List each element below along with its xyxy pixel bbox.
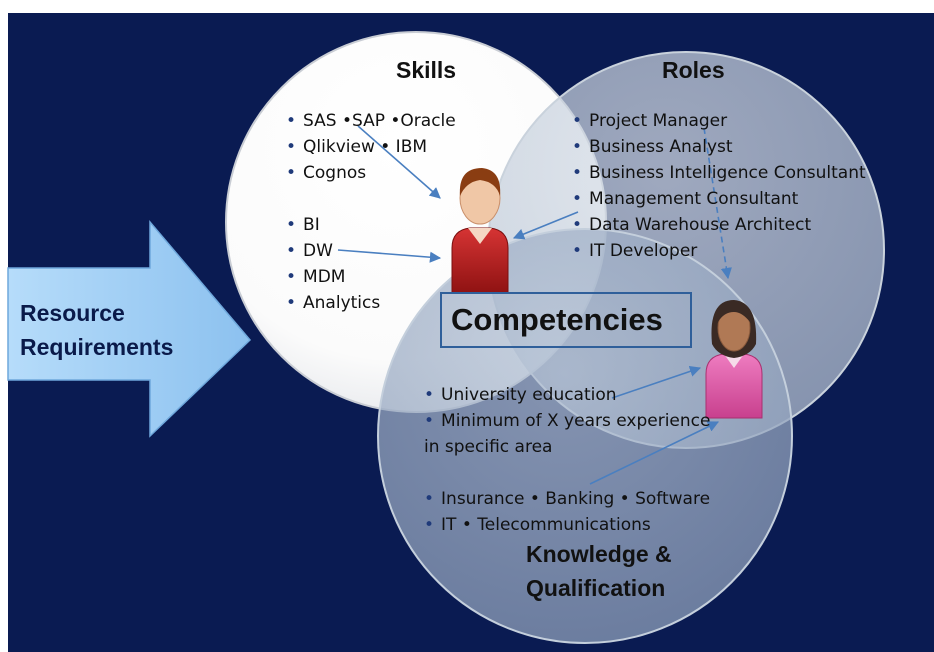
skills-item: •Cognos xyxy=(286,163,367,183)
male-person-icon xyxy=(451,168,509,294)
skills-item: •SAS •SAP •Oracle xyxy=(286,111,456,131)
connector-lines xyxy=(337,125,732,485)
roles-item: •Management Consultant xyxy=(572,189,799,209)
knowledge-title-line-1: Knowledge & xyxy=(526,541,672,567)
industry-item: •Insurance • Banking • Software xyxy=(424,489,711,509)
roles-item: •Business Analyst xyxy=(572,137,733,157)
right-arrow-shape xyxy=(7,219,252,438)
connector-industry-to-female xyxy=(589,421,720,485)
competencies-box xyxy=(440,292,692,348)
connector-education-to-female xyxy=(611,365,702,399)
skills-item: •MDM xyxy=(286,267,346,287)
connector-roles-to-female xyxy=(703,127,732,280)
roles-item: •IT Developer xyxy=(572,241,698,261)
skills-item: •Analytics xyxy=(286,293,381,313)
skills-item: •Qlikview • IBM xyxy=(286,137,428,157)
skills-title: Skills xyxy=(396,57,457,83)
education-item: •University education xyxy=(424,385,617,405)
resource-requirements-label: Resource Requirements xyxy=(20,296,173,364)
roles-title: Roles xyxy=(662,57,725,83)
connector-dw-to-male xyxy=(337,249,442,263)
industry-item: •IT • Telecommunications xyxy=(424,515,651,535)
resource-line-1: Resource xyxy=(20,300,125,326)
connector-roles-to-male xyxy=(512,211,579,240)
education-item-continuation: in specific area xyxy=(424,437,553,457)
connector-skills-to-male xyxy=(357,125,441,199)
knowledge-title-line-2: Qualification xyxy=(526,575,666,601)
female-person-icon xyxy=(705,300,763,419)
resource-line-2: Requirements xyxy=(20,334,174,360)
roles-item: •Data Warehouse Architect xyxy=(572,215,812,235)
education-item: •Minimum of X years experience xyxy=(424,411,711,431)
skills-item: •DW xyxy=(286,241,333,261)
roles-item: •Project Manager xyxy=(572,111,728,131)
knowledge-circle xyxy=(377,228,793,644)
skills-item: •BI xyxy=(286,215,320,235)
competencies-label: Competencies xyxy=(451,302,663,337)
roles-item: •Business Intelligence Consultant xyxy=(572,163,866,183)
